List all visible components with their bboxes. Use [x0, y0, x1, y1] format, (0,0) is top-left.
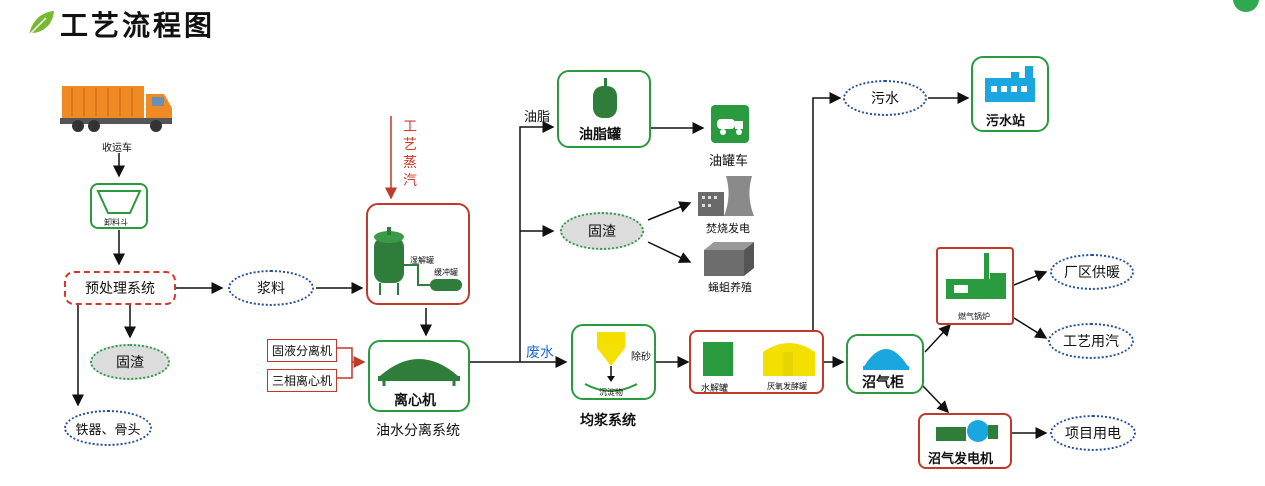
centrifuge-icon — [378, 359, 460, 386]
corner-badge-icon[interactable] — [1233, 0, 1259, 12]
project-power-node: 项目用电 — [1050, 415, 1136, 451]
unloading-hopper-label: 卸料斗 — [104, 218, 128, 227]
biogas-generator-box: 沼气发电机 — [918, 413, 1012, 469]
sewage-node: 污水 — [843, 80, 927, 116]
fly-larvae-label: 蝇蛆养殖 — [708, 281, 752, 294]
sand-removal-label: 除砂 — [631, 352, 651, 363]
incineration-plant-icon — [698, 176, 754, 216]
buffer-tank-label: 缓冲罐 — [434, 268, 458, 277]
three-phase-centrifuge-label: 三相离心机 — [267, 369, 338, 392]
homogenization-label: 均浆系统 — [580, 413, 636, 429]
garbage-truck-icon — [60, 86, 172, 132]
iron-bones-node: 铁器、骨头 — [64, 410, 152, 446]
tanker-truck-label: 油罐车 — [709, 154, 749, 169]
homogenizer-icon — [584, 332, 638, 392]
district-heating-node: 厂区供暖 — [1050, 254, 1134, 290]
gas-boiler-label: 燃气锅炉 — [958, 312, 990, 321]
solid-residue-node: 固渣 — [90, 344, 170, 380]
homogenization-box: 除砂 沉淀物 — [571, 324, 656, 400]
solid-liquid-separator-label: 固液分离机 — [267, 339, 338, 362]
wet-hydrolysis-box: 湿解罐 缓冲罐 — [366, 203, 470, 305]
grease-tank-icon — [593, 78, 617, 118]
anaerobic-tank-icon — [763, 343, 815, 376]
page-title: 工艺流程图 — [60, 9, 216, 42]
hydrolysis-tank-icon — [703, 342, 733, 376]
gas-holder-icon — [863, 349, 909, 370]
wet-tank-label: 湿解罐 — [410, 256, 434, 265]
leaf-icon — [28, 11, 54, 36]
wet-tank-icon — [374, 227, 462, 295]
pretreatment-label: 预处理系统 — [85, 281, 155, 297]
process-steam-input-label: 工艺蒸汽 — [403, 119, 417, 189]
tanker-truck-icon — [711, 105, 749, 143]
grease-tank-label: 油脂罐 — [579, 127, 621, 143]
pretreatment-box: 预处理系统 — [64, 271, 176, 305]
slurry-node: 浆料 — [228, 270, 314, 306]
gas-holder-box: 沼气柜 — [846, 334, 924, 394]
gas-boiler-box: 燃气锅炉 — [936, 247, 1014, 325]
process-steam-node: 工艺用汽 — [1048, 323, 1134, 359]
collection-truck-label: 收运车 — [102, 143, 132, 154]
generator-icon — [936, 420, 998, 442]
sewage-station-label: 污水站 — [986, 114, 1026, 129]
sewage-station-icon — [985, 66, 1035, 102]
larvae-farm-icon — [704, 242, 754, 276]
unloading-hopper-box: 卸料斗 — [90, 183, 148, 229]
oil-water-system-label: 油水分离系统 — [376, 423, 460, 439]
waste-water-label: 废水 — [526, 345, 554, 361]
incineration-label: 焚烧发电 — [706, 222, 750, 235]
gas-holder-label: 沼气柜 — [862, 375, 904, 391]
sewage-station-box: 污水站 — [971, 56, 1049, 132]
grease-label: 油脂 — [524, 110, 551, 125]
sediment-label: 沉淀物 — [599, 388, 623, 397]
centrifuge-label: 离心机 — [394, 393, 436, 409]
gas-boiler-icon — [946, 253, 1006, 299]
biogas-generator-label: 沼气发电机 — [928, 452, 994, 467]
anaerobic-tank-label: 厌氧发酵罐 — [767, 382, 807, 391]
grease-tank-box: 油脂罐 — [557, 70, 651, 148]
hydrolysis-tank-label: 水解罐 — [701, 384, 729, 394]
digestion-box: 水解罐 厌氧发酵罐 — [689, 330, 824, 394]
solid-residue-2-node: 固渣 — [560, 212, 644, 250]
centrifuge-box: 离心机 — [368, 340, 470, 412]
hopper-icon — [96, 190, 142, 214]
